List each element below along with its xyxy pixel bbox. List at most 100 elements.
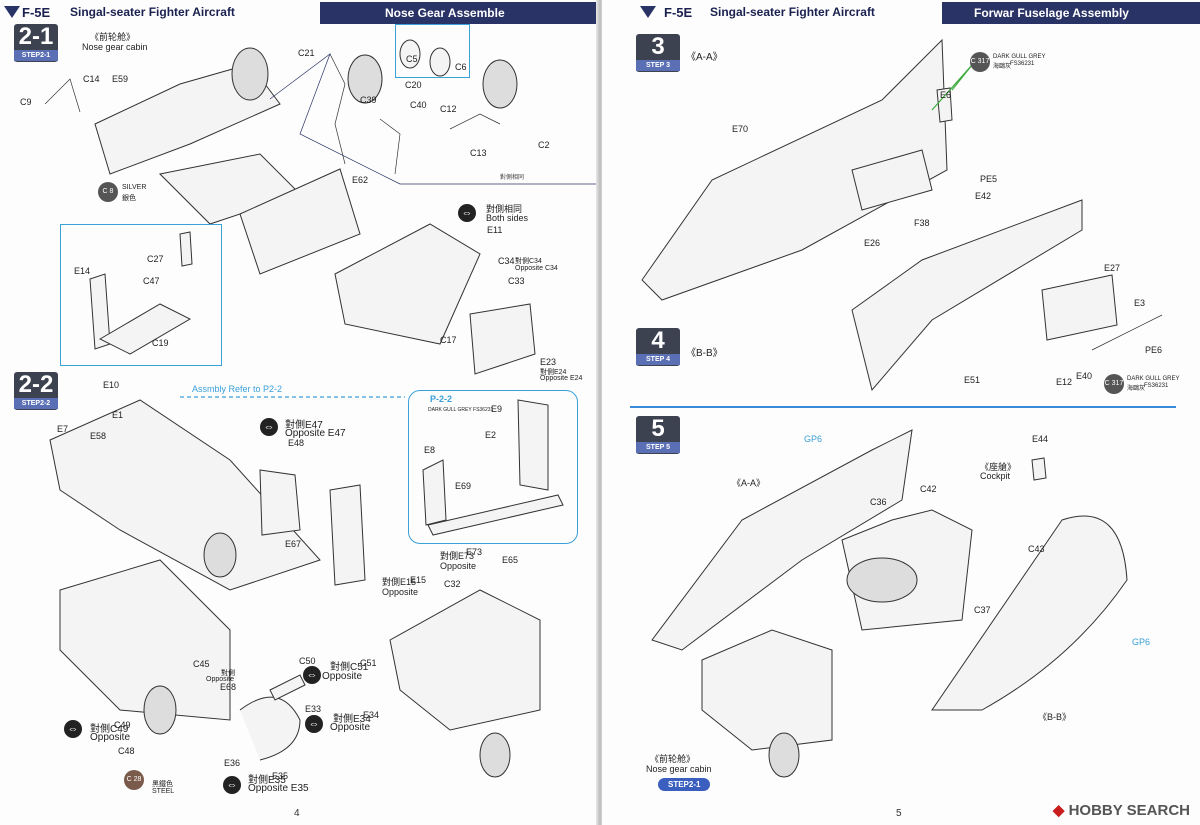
step-sub: STEP 3 — [636, 60, 680, 71]
label-c21: C21 — [298, 48, 315, 58]
label-c36: C36 — [870, 497, 887, 507]
step-3-4-diagram — [641, 38, 1163, 392]
label-c32: C32 — [444, 579, 461, 589]
step-sub: STEP 4 — [636, 354, 680, 365]
label-e48: E48 — [288, 438, 305, 448]
paint-icon-317b: C 317 — [1104, 374, 1124, 394]
cabin-cn: 《前轮舱》 — [90, 32, 136, 42]
label-c42: C42 — [920, 484, 937, 494]
part-e48 — [259, 469, 301, 536]
opposite-e35-icon: ⇔ — [223, 776, 241, 794]
label-c45: C45 — [193, 659, 210, 669]
label-c33: C33 — [508, 276, 525, 286]
opposite-c49-icon: ⇔ — [64, 720, 82, 738]
opp-c51-cn: 對側C51 — [330, 662, 369, 673]
label-e7: E7 — [57, 424, 69, 434]
label-c19: C19 — [152, 338, 169, 348]
strut-c14 — [44, 78, 81, 113]
opp-c34-en: Opposite C34 — [515, 265, 558, 272]
label-c39: C39 — [360, 95, 377, 105]
watermark: ◆ HOBBY SEARCH — [1053, 801, 1190, 819]
label-e58: E58 — [90, 431, 107, 441]
gp6-top: GP6 — [804, 434, 823, 444]
both-sides-cn: 對側相同 — [486, 204, 523, 214]
label-e42: E42 — [975, 191, 992, 201]
label-c20: C20 — [405, 80, 422, 90]
watermark-icon: ◆ — [1052, 802, 1065, 819]
label-pe6: PE6 — [1145, 345, 1163, 355]
opp-e47-cn: 對側E47 — [285, 420, 323, 431]
opp-c51-en: Opposite — [322, 671, 363, 682]
paint-317-name: DARK GULL GREY — [993, 54, 1046, 60]
dark-gull-label: DARK GULL GREY FS36231 — [428, 407, 494, 413]
label-e67: E67 — [285, 539, 302, 549]
paint-317-cn: 海鷗灰 — [993, 64, 1012, 70]
label-c49: C49 — [114, 720, 131, 730]
opp-e15-en: Opposite — [382, 587, 419, 597]
fuselage-aa — [651, 429, 913, 651]
cockpit-cn: 《座艙》 — [980, 462, 1017, 472]
assembly-left — [59, 559, 231, 721]
view-aa-5: 《A-A》 — [732, 478, 766, 488]
panel-e23 — [469, 303, 536, 375]
strut-c21 — [329, 53, 346, 165]
label-e11: E11 — [487, 225, 503, 235]
opp-e34-en: Opposite — [330, 722, 371, 733]
label-e15: E15 — [410, 575, 427, 585]
watermark-b: SEARCH — [1126, 802, 1190, 819]
step-5-badge: 5 STEP 5 — [636, 416, 680, 454]
header-section: Nose Gear Assemble — [385, 6, 505, 20]
opp-e68-cn: 對側 — [221, 670, 235, 677]
step-sub: STEP2-2 — [14, 398, 58, 409]
view-bb-label: 《B-B》 — [686, 348, 723, 359]
steel-en: STEEL — [152, 788, 175, 795]
silver-cn: 銀色 — [122, 195, 136, 202]
label-c14: C14 — [83, 74, 100, 84]
paint-icon-silver: C 8 — [98, 182, 118, 202]
step-2-2-diagram — [49, 396, 541, 778]
cabin-cn-5: 《前轮舱》 — [650, 754, 696, 764]
label-e12: E12 — [1056, 377, 1073, 387]
label-e2: E2 — [485, 430, 497, 440]
opp-e47-en: Opposite E47 — [285, 428, 346, 439]
cabin-2-2 — [49, 399, 321, 591]
opp-e15-cn: 對側E15 — [382, 577, 417, 587]
label-e44: E44 — [1032, 434, 1049, 444]
right-page: F-5E Singal-seater Fighter Aircraft Forw… — [602, 0, 1200, 825]
label-e65: E65 — [502, 555, 519, 565]
paint-317b-name: DARK GULL GREY — [1127, 376, 1180, 382]
step2-1-pill: STEP2-1 — [658, 778, 711, 791]
view-aa-label: 《A-A》 — [686, 52, 723, 63]
opp-e35-en: Opposite E35 — [248, 783, 309, 794]
header-bar — [942, 2, 1200, 24]
side-panel-e62 — [239, 168, 361, 275]
opp-e34-cn: 對側E34 — [333, 714, 371, 725]
label-pe5: PE5 — [980, 174, 998, 184]
label-e59: E59 — [112, 74, 129, 84]
label-c9: C9 — [20, 97, 32, 107]
label-c17: C17 — [440, 335, 457, 345]
cabin-en: Nose gear cabin — [82, 42, 148, 52]
cockpit-en: Cockpit — [980, 471, 1011, 481]
view-bb-5: 《B-B》 — [1038, 712, 1072, 722]
label-c5: C5 — [406, 54, 418, 64]
label-e10: E10 — [103, 380, 120, 390]
opp-c49-cn: 對側C49 — [90, 724, 129, 735]
paint-317b-fs: FS36231 — [1144, 383, 1169, 389]
opp-c49-en: Opposite — [90, 732, 131, 743]
left-header: F-5E Singal-seater Fighter Aircraft Nose… — [0, 2, 598, 24]
step-2-2-badge: 2-2 STEP2-2 — [14, 372, 58, 410]
label-e14: E14 — [74, 266, 91, 276]
gp6-bottom: GP6 — [1132, 637, 1151, 647]
left-page: F-5E Singal-seater Fighter Aircraft Nose… — [0, 0, 600, 825]
nose-gear-cabin — [701, 629, 833, 751]
label-c51: C51 — [360, 658, 377, 668]
label-f38: F38 — [914, 218, 930, 228]
detail-diagram-2-1 — [89, 231, 193, 355]
right-header: F-5E Singal-seater Fighter Aircraft Forw… — [602, 2, 1200, 24]
paint-icon-317: C 317 — [970, 52, 990, 72]
paint-317b-cn: 海鷗灰 — [1127, 386, 1146, 392]
label-e34: E34 — [363, 710, 380, 720]
fuselage-bb — [931, 515, 1128, 711]
step-3-badge: 3 STEP 3 — [636, 34, 680, 72]
